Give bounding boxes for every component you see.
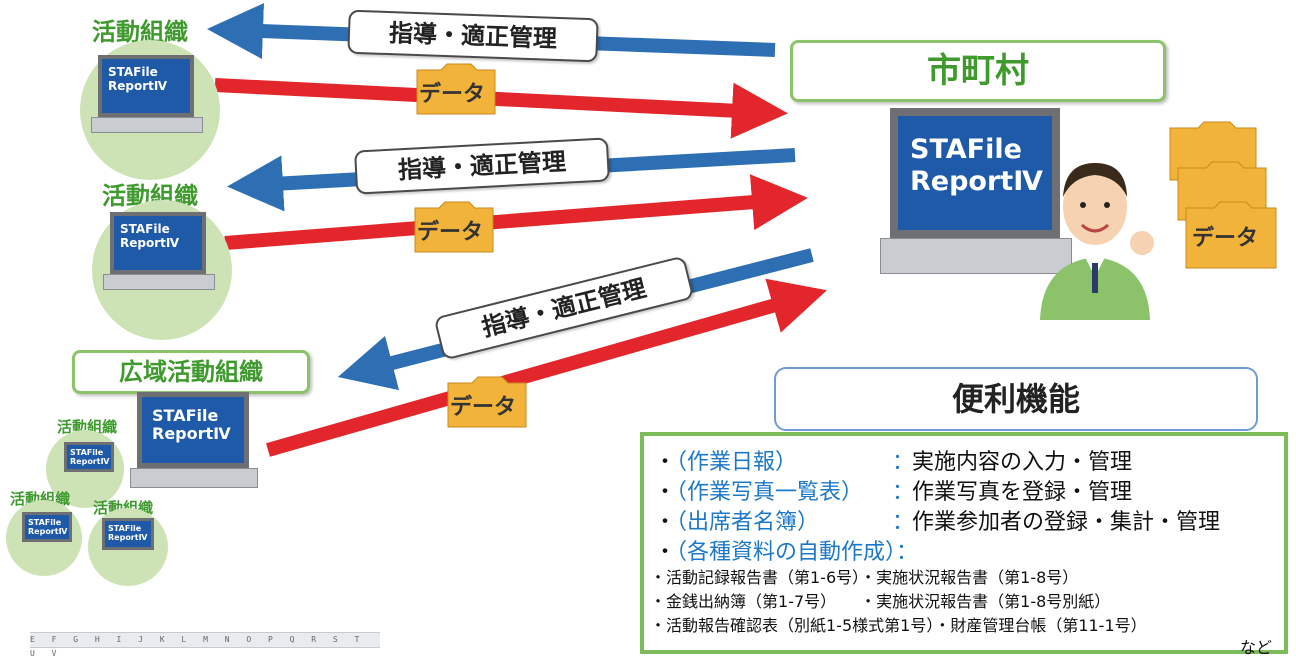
spreadsheet-ruler: E F G H I J K L M N O P Q R S T U V [30,632,380,658]
group-3-label: 広域活動組織 [72,350,310,394]
laptop-text-line1: STAFile [910,134,1022,165]
laptop-text-line2: ReportⅣ [910,166,1043,197]
laptop-text-line2: ReportⅣ [152,424,231,443]
feature-name: （各種資料の自動作成） [676,540,897,565]
doc-line-1: ・活動記録報告書（第1-6号）・実施状況報告書（第1-8号） [650,568,1079,587]
feature-item-4: ・（各種資料の自動作成）： [654,540,919,565]
laptop-text-line1: STAFile [28,518,62,527]
data-arrow-3 [266,278,827,457]
laptop-text-line1: STAFile [152,406,219,425]
feature-name: （作業写真一覧表） [676,480,864,505]
data-arrow-2 [224,174,808,250]
feature-desc: 実施内容の入力・管理 [912,450,1133,475]
feature-name: （出席者名簿） [676,510,820,535]
laptop-text-line1: STAFile [108,65,158,79]
municipality-laptop: STAFile ReportⅣ [880,108,1072,274]
data-label-3: データ [450,395,517,420]
group-1-laptop: STAFile ReportⅣ [91,55,203,133]
laptop-text-line2: ReportⅣ [120,236,180,250]
data-folder-3: データ [446,375,528,429]
municipality-title: 市町村 [790,40,1166,102]
feature-item-3: ・（出席者名簿） ： 作業参加者の登録・集計・管理 [654,504,1220,536]
laptop-text-line1: STAFile [70,448,104,457]
feature-name: （作業日報） [676,450,798,475]
group-3-laptop: STAFile ReportⅣ [130,392,258,488]
laptop-text-line1: STAFile [120,222,170,236]
data-label-2: データ [417,220,484,245]
feature-desc: 作業参加者の登録・集計・管理 [912,510,1221,535]
feature-item-2: ・（作業写真一覧表） ： 作業写真を登録・管理 [654,474,1132,506]
laptop-text-line2: ReportⅣ [108,533,148,542]
laptop-text-line2: ReportⅣ [108,79,168,93]
feature-desc: 作業写真を登録・管理 [912,480,1133,505]
group-2-laptop: STAFile ReportⅣ [103,212,215,290]
guidance-label-1: 指導・適正管理 [347,9,599,63]
features-panel: ・（作業日報） ： 実施内容の入力・管理 ・（作業写真一覧表） ： 作業写真を登… [640,432,1288,657]
etc-label: など [1239,638,1272,657]
staff-person-illustration [1040,163,1154,320]
laptop-text-line2: ReportⅣ [28,527,68,536]
laptop-text-line2: ReportⅣ [70,457,110,466]
municipality-folders: データ [1168,120,1278,270]
doc-line-3: ・活動報告確認表（別紙1-5様式第1号）・財産管理台帳（第11-1号） [650,616,1147,635]
data-folder-1: データ [415,62,497,116]
data-folder-2: データ [413,200,495,254]
doc-line-2: ・金銭出納簿（第1-7号） ・実施状況報告書（第1-8号別紙） [650,592,1111,611]
features-title: 便利機能 [774,367,1258,431]
laptop-text-line1: STAFile [108,524,142,533]
feature-item-1: ・（作業日報） ： 実施内容の入力・管理 [654,444,1132,476]
municipality-data-label: データ [1192,226,1259,251]
data-label-1: データ [419,82,486,107]
